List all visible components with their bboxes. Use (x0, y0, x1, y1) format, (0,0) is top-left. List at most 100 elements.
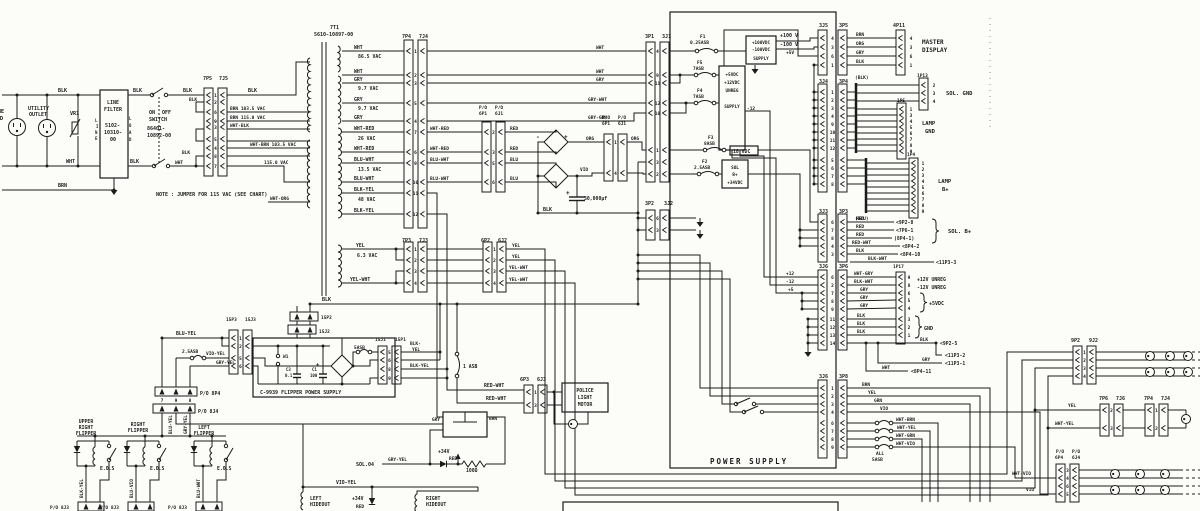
transformer-winding-icon (337, 244, 342, 288)
wire (745, 110, 818, 286)
pin-number: 3 (534, 403, 537, 409)
label: 9.7 VAC (358, 86, 378, 92)
wire-segment (108, 447, 117, 461)
junction-dot (636, 253, 640, 257)
pin-number: 3 (493, 269, 496, 275)
connector-strip (127, 501, 155, 511)
fuse-icon (454, 373, 460, 379)
label: BLK-WHT (868, 256, 887, 262)
label: -12 (747, 106, 755, 112)
label: RED (856, 232, 864, 238)
label: +100 V (780, 33, 798, 39)
label: 7 (161, 398, 164, 404)
label: I (96, 124, 99, 129)
pin-number: 1 (656, 148, 659, 154)
label: 5ASB (872, 457, 883, 463)
connector-pin-icon (819, 219, 825, 257)
pin-number: 12 (413, 212, 419, 218)
wire (669, 103, 687, 114)
label: BLU-WHT (430, 176, 449, 182)
label: BRN (489, 416, 497, 422)
label: SUPPLY (724, 104, 740, 110)
wire (893, 438, 923, 502)
junction-dot (536, 211, 540, 215)
label: <11P3-2 (945, 353, 965, 359)
lamp-filament-icon (1162, 488, 1165, 492)
fuse-icon (456, 355, 460, 375)
label: 3J1 (662, 34, 671, 40)
label: GRY-YEL (183, 415, 189, 434)
lamp-filament-icon (1185, 370, 1188, 374)
junction-dot (112, 188, 116, 192)
label: 7ASB (693, 94, 704, 100)
junction-dot (812, 63, 816, 67)
label: BLU-YEL (176, 331, 196, 337)
pin-number: 6 (492, 180, 495, 186)
label: BLK-YEL (410, 363, 429, 369)
connector-column (496, 241, 507, 293)
connector-pin-icon (159, 388, 165, 395)
label: 86401- (147, 126, 165, 132)
fuse-icon (700, 171, 716, 175)
pin-number: 6 (908, 291, 911, 297)
label: BLU-WHT (430, 157, 449, 163)
label: +12V UNREG (917, 277, 946, 283)
label: BLU-WHT (354, 157, 374, 163)
wire (776, 37, 818, 42)
junction-dot (812, 166, 816, 170)
coil-icon (92, 446, 96, 466)
wire (99, 462, 110, 502)
label: +34V (438, 449, 450, 455)
junction-dot (276, 344, 280, 348)
connector-column (217, 87, 228, 177)
junction-dot (340, 382, 344, 386)
connector-column (403, 39, 414, 229)
label: -100 V (780, 42, 798, 48)
voltage-arrow-icon (455, 453, 461, 459)
label: 3J5 (819, 23, 828, 29)
junction-dot (188, 434, 192, 438)
lamp-filament-icon (1112, 472, 1115, 476)
ground-icon (696, 222, 704, 227)
label: BLK (857, 313, 865, 319)
junction-dot (428, 462, 432, 466)
connector-strip (195, 501, 223, 511)
jumper-icon (275, 353, 281, 359)
lower-sheet-box (562, 501, 839, 511)
wire (893, 422, 939, 502)
lamp-filament-icon (1137, 472, 1140, 476)
junction-dot (455, 302, 459, 306)
connector-column (659, 41, 670, 183)
label: 10892-00 (147, 133, 171, 139)
pin-number: 1 (414, 49, 417, 55)
pin-number: 5 (492, 161, 495, 167)
pin-number: 7 (831, 291, 834, 297)
connector-pin-icon (525, 389, 531, 408)
wire (748, 173, 801, 230)
pin-number: 2 (492, 130, 495, 136)
label: D (129, 137, 132, 142)
connector-pin-icon (619, 139, 625, 176)
fuse-icon (697, 72, 713, 76)
label: 9.7 VAC (358, 106, 378, 112)
pin-number: 1 (908, 333, 911, 339)
wire (935, 343, 942, 356)
connector-column (1072, 345, 1083, 385)
label: GRY-YEL (388, 457, 407, 463)
wire (638, 270, 734, 405)
label: BLK (248, 88, 257, 94)
label: P/O (1072, 449, 1080, 455)
connector-pin-icon (605, 139, 611, 176)
connector-pin-icon (307, 313, 313, 320)
fuse-icon (706, 147, 723, 151)
pin-number: 5 (414, 101, 417, 107)
pin-number: 14 (830, 341, 836, 347)
pin-number: 8 (831, 236, 834, 242)
connector-column (837, 213, 848, 263)
label: 15J2 (319, 329, 330, 335)
pin-number: 2 (414, 73, 417, 79)
label: BLK (183, 88, 192, 94)
junction-dot (684, 101, 688, 105)
label: 18 VDC (733, 149, 750, 155)
label: 1 ASB (463, 364, 478, 370)
